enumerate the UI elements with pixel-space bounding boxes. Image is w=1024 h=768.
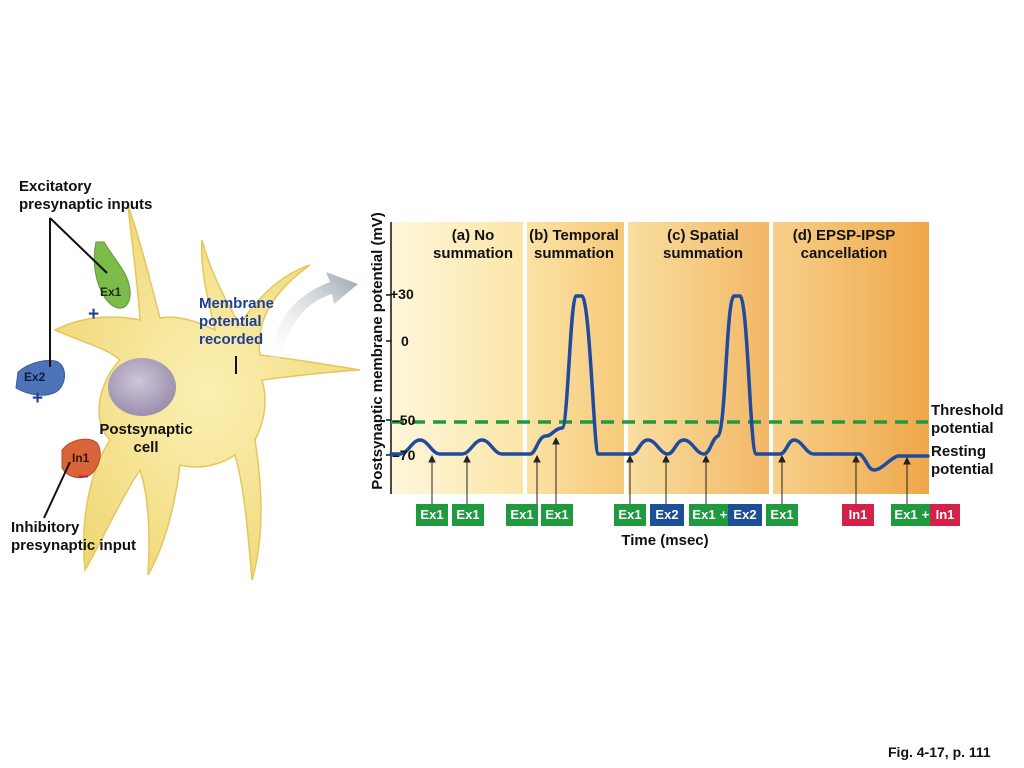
stim-d1-ex1: Ex1 [766,504,798,526]
ex1-plus-sign: + [88,304,100,325]
panel-c-background [628,222,769,494]
panel-b-background [527,222,624,494]
ex2-terminal-label: Ex2 [24,370,46,384]
panel-b-title: (b) Temporal summation [529,227,619,262]
figure-caption: Fig. 4-17, p. 111 [888,744,991,760]
x-axis-label: Time (msec) [621,532,709,549]
stimulus-arrows [428,436,911,504]
tick-label-minus70: –70 [392,447,416,463]
panel-a-title: (a) No summation [432,227,513,262]
in1-terminal [61,438,101,479]
stim-c2-ex2: Ex2 [650,504,684,526]
tick-label-zero: 0 [401,333,409,349]
y-axis-label: Postsynaptic membrane potential (mV) [369,212,386,490]
stim-d3-in1: In1 [930,504,960,526]
tick-label-plus30: +30 [390,286,414,302]
stim-b1-ex1: Ex1 [506,504,538,526]
threshold-potential-label: Threshold potential [931,402,1004,437]
excitatory-inputs-label: Excitatory presynaptic inputs [19,178,153,213]
ex1-terminal [93,241,131,309]
panel-d-title: (d) EPSP-IPSP cancellation [792,227,896,262]
panel-d-background [773,222,929,494]
postsynaptic-cell-shape [53,204,361,581]
inhibitory-input-label: Inhibitory presynaptic input [11,519,137,554]
stim-c3-ex2: Ex2 [728,504,762,526]
excitatory-pointer-1 [49,217,108,274]
nucleus [108,358,176,416]
membrane-potential-recorded-label: Membrane potential recorded [199,295,275,348]
membrane-potential-trace [389,294,930,472]
stim-c3-plus: + [719,504,728,526]
panel-c-title: (c) Spatial summation [662,227,743,262]
stim-a2-ex1: Ex1 [452,504,484,526]
inhibitory-pointer [43,461,71,519]
stim-d3-plus: + [921,504,930,526]
panel-a-background [391,222,523,494]
stim-d3-ex1: Ex1 [891,504,921,526]
in1-minus-sign: – [78,466,89,487]
ex1-terminal-label: Ex1 [100,285,122,299]
recording-arrow [270,272,358,360]
tick-label-minus50: –50 [392,412,416,428]
stim-c3-ex1: Ex1 [689,504,719,526]
ex2-terminal [15,359,65,396]
stim-b2-ex1: Ex1 [541,504,573,526]
postsynaptic-cell-label: Postsynaptic cell [99,421,193,456]
stim-d2-in1: In1 [842,504,874,526]
stim-a1-ex1: Ex1 [416,504,448,526]
in1-terminal-label: In1 [72,451,90,465]
stim-c1-ex1: Ex1 [614,504,646,526]
resting-potential-label: Resting potential [931,443,994,478]
ex2-plus-sign: + [32,388,44,409]
